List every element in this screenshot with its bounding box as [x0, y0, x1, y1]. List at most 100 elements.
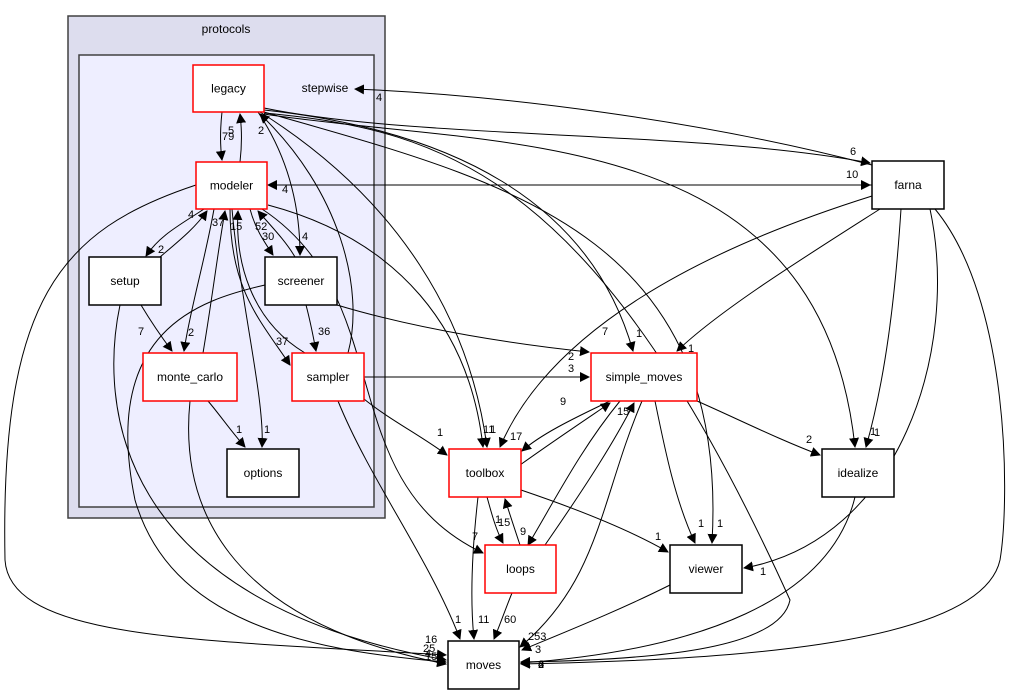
edge-modeler-to-monte_carlo[interactable]: [180, 208, 215, 352]
edge-label-loops-to-simple_moves[interactable]: 15: [617, 406, 629, 418]
edge-label-farna-to-simple_moves[interactable]: 1: [688, 343, 694, 355]
edge-farna-to-toolbox[interactable]: [498, 195, 873, 448]
edge-modeler-to-screener[interactable]: [249, 208, 274, 256]
edge-monte_carlo-to-modeler[interactable]: [202, 210, 229, 354]
edge-label-simple_moves-to-toolbox[interactable]: 17: [510, 431, 522, 443]
edge-label-legacy-to-toolbox[interactable]: 1: [490, 424, 496, 436]
edge-loops-to-simple_moves[interactable]: [544, 402, 635, 546]
edge-legacy-to-viewer[interactable]: [263, 111, 718, 544]
edge-label-farna-to-viewer[interactable]: 1: [760, 566, 766, 578]
edge-legacy-to-toolbox[interactable]: [259, 111, 491, 448]
edge-label-toolbox-to-moves[interactable]: 11: [478, 614, 489, 626]
edge-label-toolbox-to-viewer[interactable]: 1: [655, 531, 661, 543]
edge-farna-to-stepwise[interactable]: [354, 84, 873, 166]
edge-sampler-to-moves[interactable]: [337, 400, 462, 640]
edge-label-sampler-to-simple_moves[interactable]: 3: [568, 363, 574, 375]
edge-label-screener-to-moves[interactable]: 4: [425, 648, 431, 660]
edge-legacy-to-simple_moves[interactable]: [263, 109, 636, 352]
node-farna[interactable]: farna: [871, 160, 945, 210]
node-toolbox[interactable]: toolbox: [448, 448, 522, 498]
edge-label-legacy-to-farna[interactable]: 6: [850, 146, 856, 158]
edge-modeler-to-toolbox[interactable]: [267, 204, 487, 448]
edge-simple_moves-to-idealize[interactable]: [696, 400, 821, 457]
edge-label-legacy-to-idealize[interactable]: 1: [874, 427, 880, 439]
edge-label-screener-to-simple_moves[interactable]: 2: [568, 351, 574, 363]
edge-label-modeler-to-toolbox[interactable]: 11: [483, 424, 494, 436]
edge-label-modeler-to-farna[interactable]: 10: [846, 169, 858, 181]
edge-toolbox-to-simple_moves[interactable]: [519, 402, 611, 466]
edge-label-sampler-to-moves[interactable]: 1: [455, 614, 461, 626]
edge-setup-to-modeler[interactable]: [159, 210, 208, 258]
edge-setup-to-monte_carlo[interactable]: [140, 304, 173, 352]
edge-screener-to-sampler[interactable]: [305, 304, 320, 352]
edge-toolbox-to-loops[interactable]: [486, 496, 504, 544]
edge-label-simple_moves-to-moves[interactable]: 253: [528, 631, 546, 643]
node-options[interactable]: options: [226, 448, 300, 498]
edge-label-legacy-to-modeler[interactable]: 79: [222, 131, 234, 143]
node-setup[interactable]: setup: [88, 256, 162, 306]
edge-label-screener-to-sampler[interactable]: 36: [318, 326, 330, 338]
node-viewer[interactable]: viewer: [669, 544, 743, 594]
edge-label-farna-to-stepwise[interactable]: 4: [376, 92, 382, 104]
node-moves[interactable]: moves: [447, 640, 520, 690]
edge-label-modeler-to-sampler[interactable]: 37: [276, 336, 288, 348]
edge-label-monte_carlo-to-modeler[interactable]: 37: [212, 217, 224, 229]
edge-modeler-to-options[interactable]: [231, 208, 268, 448]
edge-label-sampler-to-legacy[interactable]: 2: [258, 125, 264, 137]
edge-toolbox-to-viewer[interactable]: [520, 489, 669, 553]
edge-label-idealize-to-moves[interactable]: 2: [538, 659, 544, 671]
edge-label-sampler-to-toolbox[interactable]: 1: [437, 427, 443, 439]
edge-farna-to-idealize[interactable]: [863, 208, 902, 448]
node-modeler[interactable]: modeler: [195, 161, 268, 210]
edge-legacy-to-farna[interactable]: [263, 107, 871, 167]
edge-label-legacy-to-moves[interactable]: 6: [538, 659, 544, 671]
edge-label-farna-to-toolbox[interactable]: 7: [602, 326, 608, 338]
edge-label-modeler-to-moves[interactable]: 16: [425, 634, 437, 646]
edge-label-sampler-to-modeler[interactable]: 15: [230, 221, 242, 233]
edge-modeler-to-setup[interactable]: [145, 208, 205, 257]
edge-label-loops-to-moves[interactable]: 60: [504, 614, 516, 626]
edge-screener-to-modeler[interactable]: [257, 210, 296, 258]
edge-farna-to-viewer[interactable]: [743, 208, 938, 572]
edge-label-farna-to-idealize[interactable]: 1: [870, 426, 876, 438]
edge-label-toolbox-to-simple_moves[interactable]: 9: [560, 396, 566, 408]
edge-modeler-to-moves[interactable]: [4, 184, 447, 660]
edge-label-modeler-to-options[interactable]: 1: [264, 424, 270, 436]
edge-screener-to-moves[interactable]: [127, 284, 447, 667]
node-loops[interactable]: loops: [484, 544, 557, 594]
edge-legacy-to-idealize[interactable]: [263, 113, 860, 448]
edge-label-legacy-to-simple_moves[interactable]: 1: [636, 328, 642, 340]
edge-idealize-to-moves[interactable]: [520, 496, 856, 668]
edge-legacy-to-modeler[interactable]: [215, 111, 226, 161]
edge-label-farna-to-modeler[interactable]: 4: [282, 184, 288, 196]
edge-label-simple_moves-to-idealize[interactable]: 2: [806, 434, 812, 446]
edge-label-modeler-to-setup[interactable]: 2: [158, 244, 164, 256]
edge-modeler-to-sampler[interactable]: [229, 208, 291, 366]
edge-simple_moves-to-moves[interactable]: [519, 400, 643, 648]
node-sampler[interactable]: sampler: [291, 352, 365, 402]
edge-farna-to-simple_moves[interactable]: [676, 208, 881, 352]
edge-label-monte_carlo-to-moves[interactable]: 15: [425, 651, 437, 663]
edge-label-farna-to-moves[interactable]: 4: [538, 659, 544, 671]
edge-monte_carlo-to-options[interactable]: [207, 400, 246, 448]
edge-loops-to-moves[interactable]: [492, 592, 513, 640]
node-legacy[interactable]: legacy: [192, 64, 265, 113]
edge-label-legacy-to-viewer[interactable]: 1: [717, 518, 723, 530]
edge-label-toolbox-to-loops[interactable]: 15: [498, 517, 510, 529]
edge-label-setup-to-modeler[interactable]: 4: [188, 209, 194, 221]
edge-screener-to-simple_moves[interactable]: [336, 304, 590, 357]
node-screener[interactable]: screener: [264, 256, 338, 306]
edge-monte_carlo-to-moves[interactable]: [188, 400, 447, 668]
node-simple-moves[interactable]: simple_moves: [590, 352, 698, 402]
edge-setup-to-moves[interactable]: [113, 304, 447, 664]
edge-sampler-to-modeler[interactable]: [232, 210, 306, 354]
edge-label-screener-to-modeler[interactable]: 52: [255, 221, 267, 233]
edge-label-monte_carlo-to-options[interactable]: 1: [236, 424, 242, 436]
edge-legacy-to-moves[interactable]: [263, 112, 791, 667]
node-monte-carlo[interactable]: monte_carlo: [142, 352, 238, 402]
edge-label-viewer-to-moves[interactable]: 3: [535, 644, 541, 656]
edge-toolbox-to-moves[interactable]: [468, 496, 479, 640]
edge-label-legacy-to-screener[interactable]: 4: [302, 231, 308, 243]
edge-sampler-to-legacy[interactable]: [259, 113, 354, 354]
edge-viewer-to-moves[interactable]: [521, 584, 671, 652]
